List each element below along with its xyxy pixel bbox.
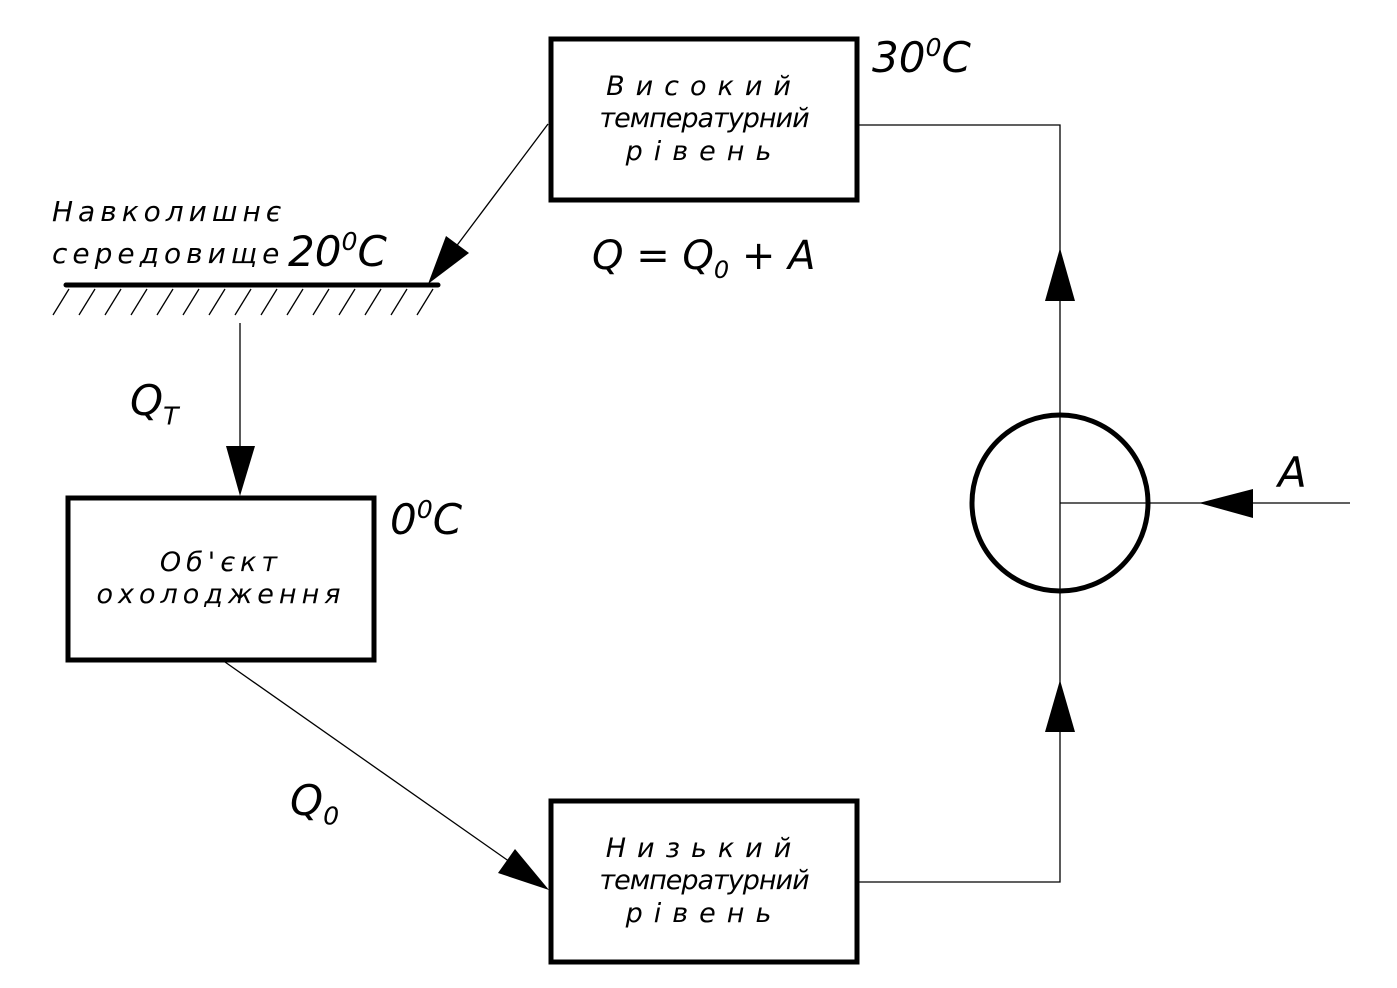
environment-label-line-2: середовище — [52, 237, 285, 270]
q0-main: Q — [290, 776, 324, 825]
arrowhead-work-input — [1199, 489, 1253, 518]
object-line-1: Об'єкт — [159, 546, 283, 578]
q0-subscript: 0 — [323, 801, 340, 831]
qt-main: Q — [130, 376, 164, 425]
object-box-label: Об'єкт охолодження — [68, 498, 374, 660]
temperature-unit: C — [432, 495, 463, 544]
high-level-line-2: температурний — [599, 103, 809, 135]
arrowhead-high-to-environment — [428, 236, 469, 284]
object-temperature: 00C — [390, 494, 463, 544]
edge-compressor-to-high — [859, 124, 1061, 415]
high-level-line-1: Високий — [606, 70, 802, 102]
object-line-2: охолодження — [96, 579, 346, 610]
heat-qt-label: QT — [130, 380, 178, 429]
low-level-box-label: Низький температурний рівень — [551, 801, 857, 962]
arrowhead-object-to-low — [498, 849, 549, 890]
temperature-unit: C — [941, 33, 971, 82]
low-level-line-3: рівень — [625, 897, 783, 929]
environment-temperature-value: 20 — [288, 227, 342, 276]
edge-object-to-low — [224, 661, 531, 877]
degree-mark: 0 — [416, 494, 433, 524]
edge-high-to-environment — [439, 123, 549, 269]
high-level-temperature-value: 30 — [872, 33, 926, 82]
high-level-box — [548, 36, 860, 203]
high-level-temperature: 300C — [872, 32, 971, 82]
arrowhead-environment-to-object — [226, 446, 255, 496]
environment-hatching — [52, 288, 434, 316]
equation-tail: + A — [729, 233, 816, 279]
degree-mark: 0 — [341, 226, 358, 256]
low-level-line-1: Низький — [605, 832, 803, 864]
equation-main: Q = Q — [592, 233, 714, 279]
high-level-box-label: Високий температурний рівень — [551, 39, 857, 200]
equation-subscript: 0 — [713, 256, 730, 284]
environment-temperature: 200C — [288, 226, 387, 276]
low-level-line-2: температурний — [599, 865, 809, 897]
qt-subscript: T — [163, 401, 179, 431]
environment-label-line-1: Навколишнє — [52, 195, 287, 228]
high-level-line-3: рівень — [625, 135, 783, 167]
arrowhead-low-to-compressor — [1045, 680, 1075, 732]
temperature-unit: C — [357, 227, 387, 276]
energy-balance-equation: Q = Q0 + A — [592, 236, 816, 282]
object-box — [65, 495, 377, 663]
edge-low-to-compressor — [859, 591, 1061, 883]
object-temperature-value: 0 — [390, 495, 417, 544]
heat-q0-label: Q0 — [290, 780, 339, 829]
work-label: A — [1278, 448, 1307, 497]
degree-mark: 0 — [925, 32, 942, 62]
arrowhead-compressor-to-high — [1045, 248, 1075, 301]
low-level-box — [548, 798, 860, 965]
